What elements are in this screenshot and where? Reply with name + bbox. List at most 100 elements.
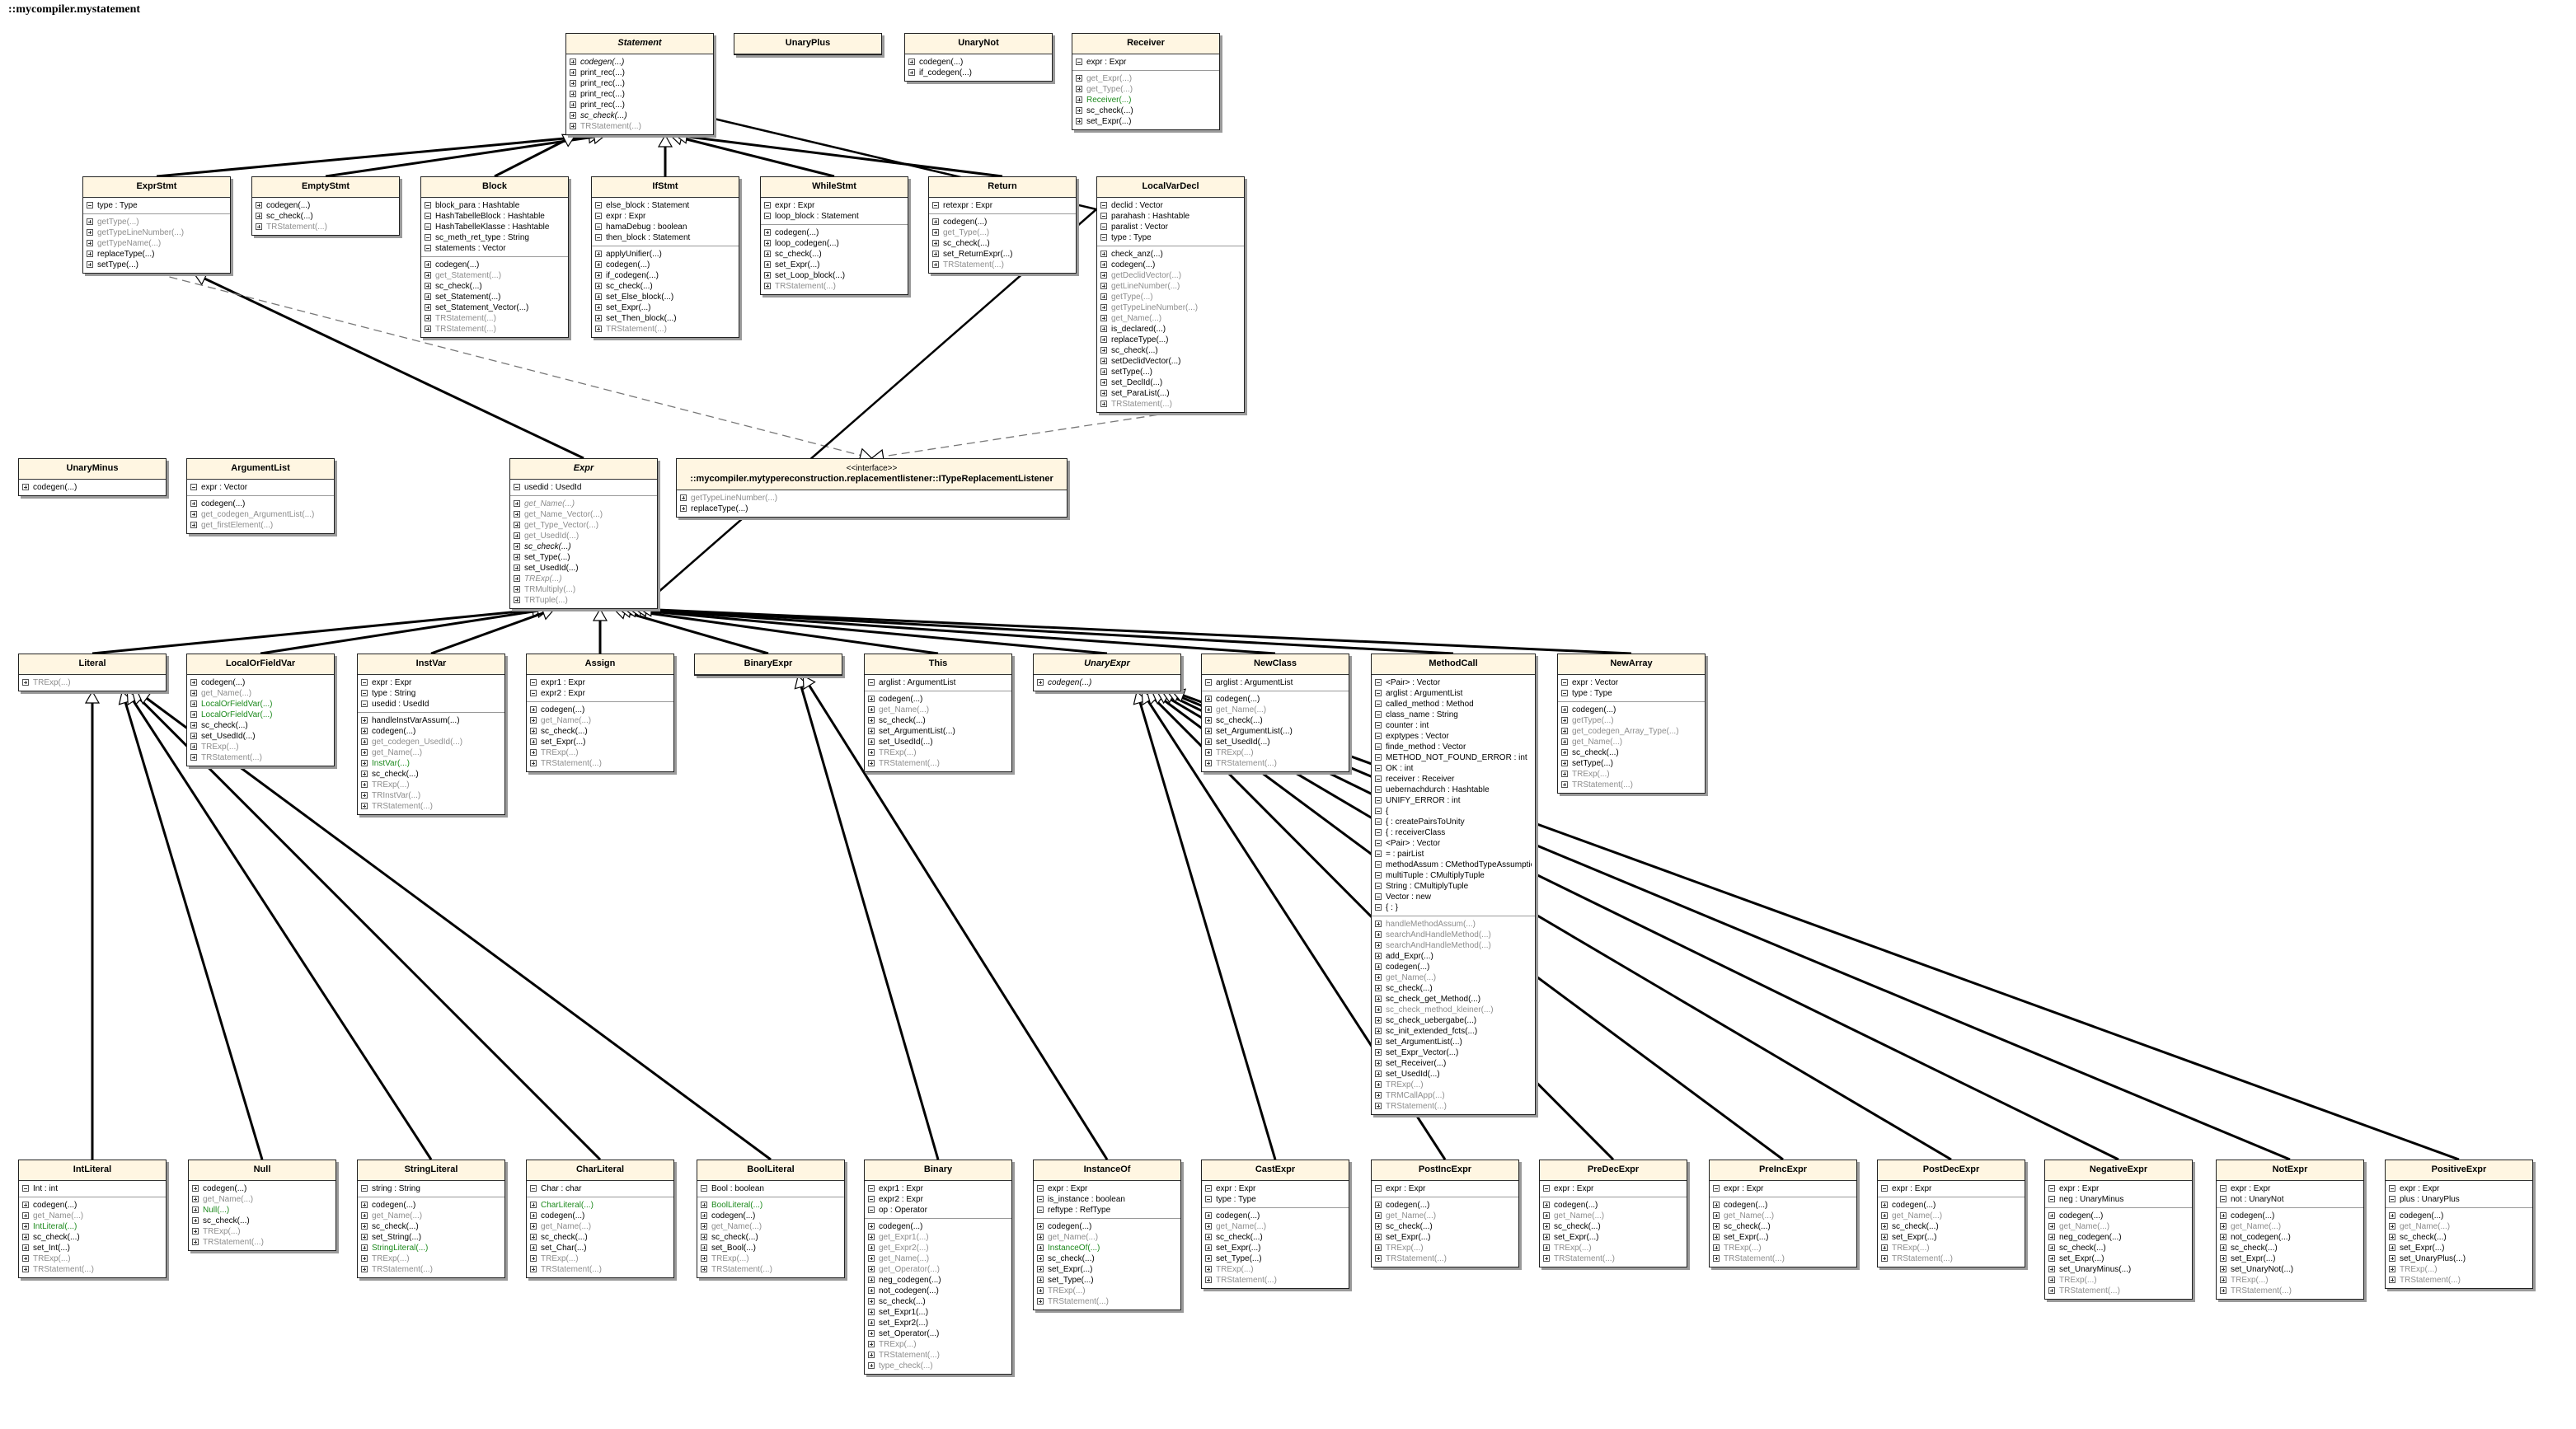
- attribute-row[interactable]: = : pairList: [1375, 849, 1532, 860]
- expand-plus-icon[interactable]: [764, 240, 771, 246]
- expand-plus-icon[interactable]: [2048, 1212, 2055, 1219]
- attribute-row[interactable]: Vector : new: [1375, 892, 1532, 902]
- operation-row[interactable]: TRStatement(...): [2389, 1275, 2529, 1286]
- collapse-minus-icon[interactable]: [1076, 59, 1082, 65]
- operation-row[interactable]: set_Expr(...): [2048, 1253, 2189, 1264]
- operation-row[interactable]: getTypeName(...): [87, 238, 227, 249]
- operation-row[interactable]: if_codegen(...): [595, 270, 735, 281]
- expand-plus-icon[interactable]: [595, 315, 602, 321]
- operation-row[interactable]: get_UsedId(...): [514, 531, 654, 541]
- expand-plus-icon[interactable]: [2048, 1244, 2055, 1251]
- attribute-row[interactable]: exptypes : Vector: [1375, 731, 1532, 742]
- operation-row[interactable]: get_Expr(...): [1076, 73, 1216, 84]
- expand-plus-icon[interactable]: [1100, 379, 1107, 386]
- expand-plus-icon[interactable]: [1037, 1298, 1044, 1305]
- expand-plus-icon[interactable]: [1561, 706, 1568, 713]
- collapse-minus-icon[interactable]: [868, 679, 875, 686]
- attribute-row[interactable]: expr : Expr: [1205, 1183, 1345, 1194]
- operation-row[interactable]: setType(...): [1561, 758, 1701, 769]
- attribute-row[interactable]: { : createPairsToUnity: [1375, 817, 1532, 827]
- operation-row[interactable]: set_Expr1(...): [868, 1307, 1008, 1318]
- expand-plus-icon[interactable]: [87, 251, 93, 257]
- operation-row[interactable]: TRExp(...): [1375, 1243, 1515, 1253]
- operation-row[interactable]: TRExp(...): [701, 1253, 841, 1264]
- expand-plus-icon[interactable]: [514, 575, 520, 582]
- expand-plus-icon[interactable]: [1713, 1212, 1720, 1219]
- collapse-minus-icon[interactable]: [595, 213, 602, 219]
- attribute-row[interactable]: { : receiverClass: [1375, 827, 1532, 838]
- expand-plus-icon[interactable]: [680, 505, 687, 512]
- operation-row[interactable]: codegen(...): [908, 57, 1049, 68]
- attribute-row[interactable]: usedid : UsedId: [361, 699, 501, 710]
- operation-row[interactable]: sc_check_uebergabe(...): [1375, 1015, 1532, 1026]
- operation-row[interactable]: sc_check(...): [1076, 105, 1216, 116]
- expand-plus-icon[interactable]: [2389, 1223, 2395, 1230]
- expand-plus-icon[interactable]: [1375, 931, 1382, 938]
- operation-row[interactable]: get_Name(...): [868, 1253, 1008, 1264]
- expand-plus-icon[interactable]: [192, 1196, 199, 1202]
- operation-row[interactable]: TRExp(...): [1205, 747, 1345, 758]
- expand-plus-icon[interactable]: [22, 1255, 29, 1262]
- operation-row[interactable]: codegen(...): [2389, 1211, 2529, 1221]
- expand-plus-icon[interactable]: [1100, 358, 1107, 364]
- expand-plus-icon[interactable]: [595, 283, 602, 289]
- collapse-minus-icon[interactable]: [2220, 1196, 2226, 1202]
- expand-plus-icon[interactable]: [87, 218, 93, 225]
- expand-plus-icon[interactable]: [190, 711, 197, 718]
- collapse-minus-icon[interactable]: [1375, 797, 1382, 804]
- operation-row[interactable]: InstanceOf(...): [1037, 1243, 1177, 1253]
- expand-plus-icon[interactable]: [1205, 738, 1212, 745]
- expand-plus-icon[interactable]: [1100, 368, 1107, 375]
- expand-plus-icon[interactable]: [1561, 771, 1568, 777]
- operation-row[interactable]: searchAndHandleMethod(...): [1375, 930, 1532, 940]
- operation-row[interactable]: set_Expr(...): [595, 302, 735, 313]
- expand-plus-icon[interactable]: [530, 1223, 537, 1230]
- operation-row[interactable]: TRStatement(...): [764, 281, 904, 292]
- expand-plus-icon[interactable]: [1100, 390, 1107, 396]
- expand-plus-icon[interactable]: [1375, 985, 1382, 991]
- operation-row[interactable]: sc_check(...): [764, 249, 904, 260]
- collapse-minus-icon[interactable]: [595, 202, 602, 208]
- operation-row[interactable]: sc_check(...): [514, 541, 654, 552]
- operation-row[interactable]: TRExp(...): [868, 747, 1008, 758]
- collapse-minus-icon[interactable]: [530, 679, 537, 686]
- expand-plus-icon[interactable]: [764, 261, 771, 268]
- expand-plus-icon[interactable]: [425, 283, 431, 289]
- expand-plus-icon[interactable]: [425, 293, 431, 300]
- expand-plus-icon[interactable]: [1205, 706, 1212, 713]
- operation-row[interactable]: codegen(...): [1375, 962, 1532, 972]
- attribute-row[interactable]: expr : Expr: [2048, 1183, 2189, 1194]
- operation-row[interactable]: getTypeLineNumber(...): [680, 493, 1063, 504]
- expand-plus-icon[interactable]: [530, 1202, 537, 1208]
- expand-plus-icon[interactable]: [1375, 1234, 1382, 1240]
- operation-row[interactable]: sc_check(...): [2389, 1232, 2529, 1243]
- collapse-minus-icon[interactable]: [361, 1185, 368, 1192]
- operation-row[interactable]: codegen(...): [1037, 677, 1177, 688]
- operation-row[interactable]: TRStatement(...): [1205, 758, 1345, 769]
- expand-plus-icon[interactable]: [361, 738, 368, 745]
- expand-plus-icon[interactable]: [256, 223, 262, 230]
- operation-row[interactable]: set_Expr(...): [1881, 1232, 2021, 1243]
- operation-row[interactable]: sc_check_get_Method(...): [1375, 994, 1532, 1005]
- operation-row[interactable]: set_UsedId(...): [868, 737, 1008, 747]
- expand-plus-icon[interactable]: [2220, 1277, 2226, 1283]
- operation-row[interactable]: get_Name(...): [22, 1211, 162, 1221]
- operation-row[interactable]: getType(...): [87, 217, 227, 227]
- operation-row[interactable]: set_Type(...): [1037, 1275, 1177, 1286]
- collapse-minus-icon[interactable]: [22, 1185, 29, 1192]
- expand-plus-icon[interactable]: [192, 1217, 199, 1224]
- expand-plus-icon[interactable]: [868, 1330, 875, 1337]
- operation-row[interactable]: get_Name_Vector(...): [514, 509, 654, 520]
- expand-plus-icon[interactable]: [2389, 1234, 2395, 1240]
- expand-plus-icon[interactable]: [22, 679, 29, 686]
- attribute-row[interactable]: counter : int: [1375, 720, 1532, 731]
- collapse-minus-icon[interactable]: [1543, 1185, 1550, 1192]
- expand-plus-icon[interactable]: [908, 69, 915, 76]
